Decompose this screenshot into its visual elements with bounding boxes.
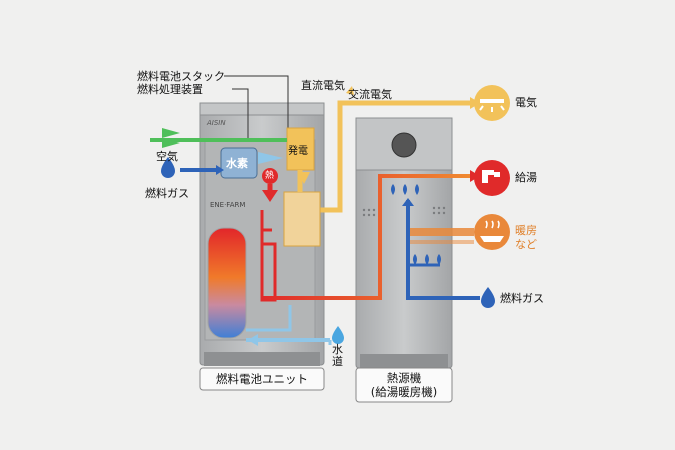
- fuel-cell-top: [199, 102, 325, 116]
- heat-badge: [262, 168, 278, 184]
- unit-right-caption-1: 熱源機: [386, 371, 422, 385]
- label-fuel-gas-right: 燃料ガス: [500, 292, 544, 305]
- vent-grille-left: [362, 208, 376, 217]
- processor-leader: [232, 88, 249, 142]
- unit-left-caption-box: [199, 367, 325, 391]
- burner-flames-top: [391, 184, 419, 195]
- label-dc: 直流電気: [301, 79, 345, 92]
- label-electricity: 電気: [515, 96, 537, 109]
- heating-icon: [474, 214, 510, 250]
- label-generation: 発電: [288, 146, 308, 157]
- fuel-cell-base: [204, 352, 320, 366]
- fuel-gas-left-arrow: [216, 165, 224, 175]
- hydrogen-arrow: [258, 152, 283, 164]
- label-heat: 熱: [265, 171, 275, 181]
- stack-leader: [224, 75, 289, 128]
- hot-transfer-line: [262, 174, 470, 300]
- fuel-gas-right-line: [406, 200, 480, 300]
- label-heating-2: など: [515, 238, 537, 251]
- label-fuel-gas-left: 燃料ガス: [145, 187, 189, 200]
- air-arrow-b: [162, 138, 180, 148]
- ac-line: [305, 100, 470, 213]
- inverter-block: [283, 191, 321, 247]
- water-supply-arrow: [248, 334, 258, 346]
- label-ac: 交流電気: [348, 88, 392, 101]
- electric-arrow-ac: [346, 86, 354, 95]
- unit-right-caption-box: [355, 367, 453, 403]
- brand-mark: AISIN: [207, 119, 226, 127]
- heat-source-vent: [391, 132, 417, 158]
- burner-flames-bottom: [413, 254, 441, 265]
- fuel-gas-right-icon: [481, 287, 495, 308]
- faucet-icon: [474, 160, 510, 196]
- heating-band: [410, 228, 474, 236]
- heating-band-2: [410, 240, 474, 244]
- label-hot-water: 給湯: [515, 171, 537, 184]
- air-arrow-a: [162, 128, 180, 138]
- light-icon: [474, 85, 510, 121]
- unit-left-caption: 燃料電池ユニット: [216, 372, 308, 386]
- enefarm-logo: ENE·FARM: [210, 201, 246, 209]
- vent-grille-right: [432, 206, 446, 215]
- fuel-gas-left-icon: [161, 157, 175, 178]
- heat-source-base: [360, 354, 448, 368]
- cold-circuit: [246, 305, 292, 332]
- label-stack: 燃料電池スタック: [137, 70, 225, 83]
- label-heating-1: 暖房: [515, 224, 537, 237]
- hot-water-tank: [207, 227, 247, 339]
- label-air: 空気: [156, 150, 178, 163]
- heat-arrow: [262, 190, 278, 202]
- label-hydrogen: 水素: [226, 157, 248, 170]
- label-water-supply: 水道: [332, 343, 343, 368]
- water-drop-icon: [332, 326, 344, 344]
- fuel-gas-right-arrow: [402, 198, 414, 206]
- hydrogen-block: [220, 147, 258, 179]
- label-processor: 燃料処理装置: [137, 83, 203, 96]
- unit-right-caption-2: (給湯暖房機): [370, 385, 438, 399]
